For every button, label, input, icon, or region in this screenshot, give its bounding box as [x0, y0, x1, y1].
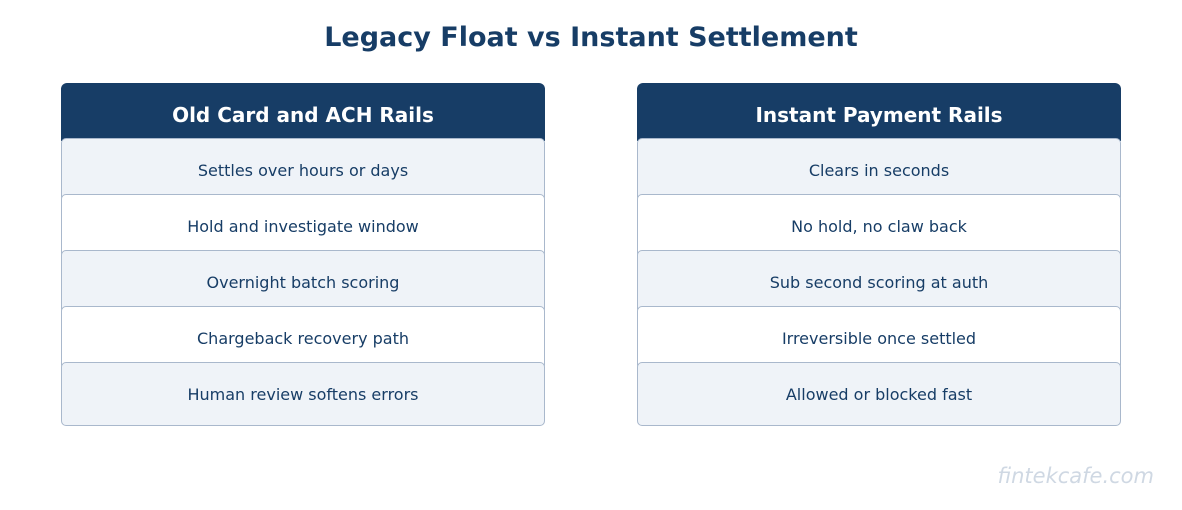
- left-item: Hold and investigate window: [61, 194, 545, 258]
- left-column: Old Card and ACH Rails Settles over hour…: [61, 83, 545, 426]
- right-item: Clears in seconds: [637, 138, 1121, 202]
- left-item: Settles over hours or days: [61, 138, 545, 202]
- right-item: No hold, no claw back: [637, 194, 1121, 258]
- right-item: Allowed or blocked fast: [637, 362, 1121, 426]
- right-column-header: Instant Payment Rails: [637, 83, 1121, 141]
- diagram-title: Legacy Float vs Instant Settlement: [324, 22, 858, 53]
- right-item: Irreversible once settled: [637, 306, 1121, 370]
- left-item: Chargeback recovery path: [61, 306, 545, 370]
- left-item: Human review softens errors: [61, 362, 545, 426]
- left-item: Overnight batch scoring: [61, 250, 545, 314]
- watermark: fintekcafe.com: [997, 464, 1154, 488]
- right-item: Sub second scoring at auth: [637, 250, 1121, 314]
- left-column-header: Old Card and ACH Rails: [61, 83, 545, 141]
- right-column: Instant Payment Rails Clears in seconds …: [637, 83, 1121, 426]
